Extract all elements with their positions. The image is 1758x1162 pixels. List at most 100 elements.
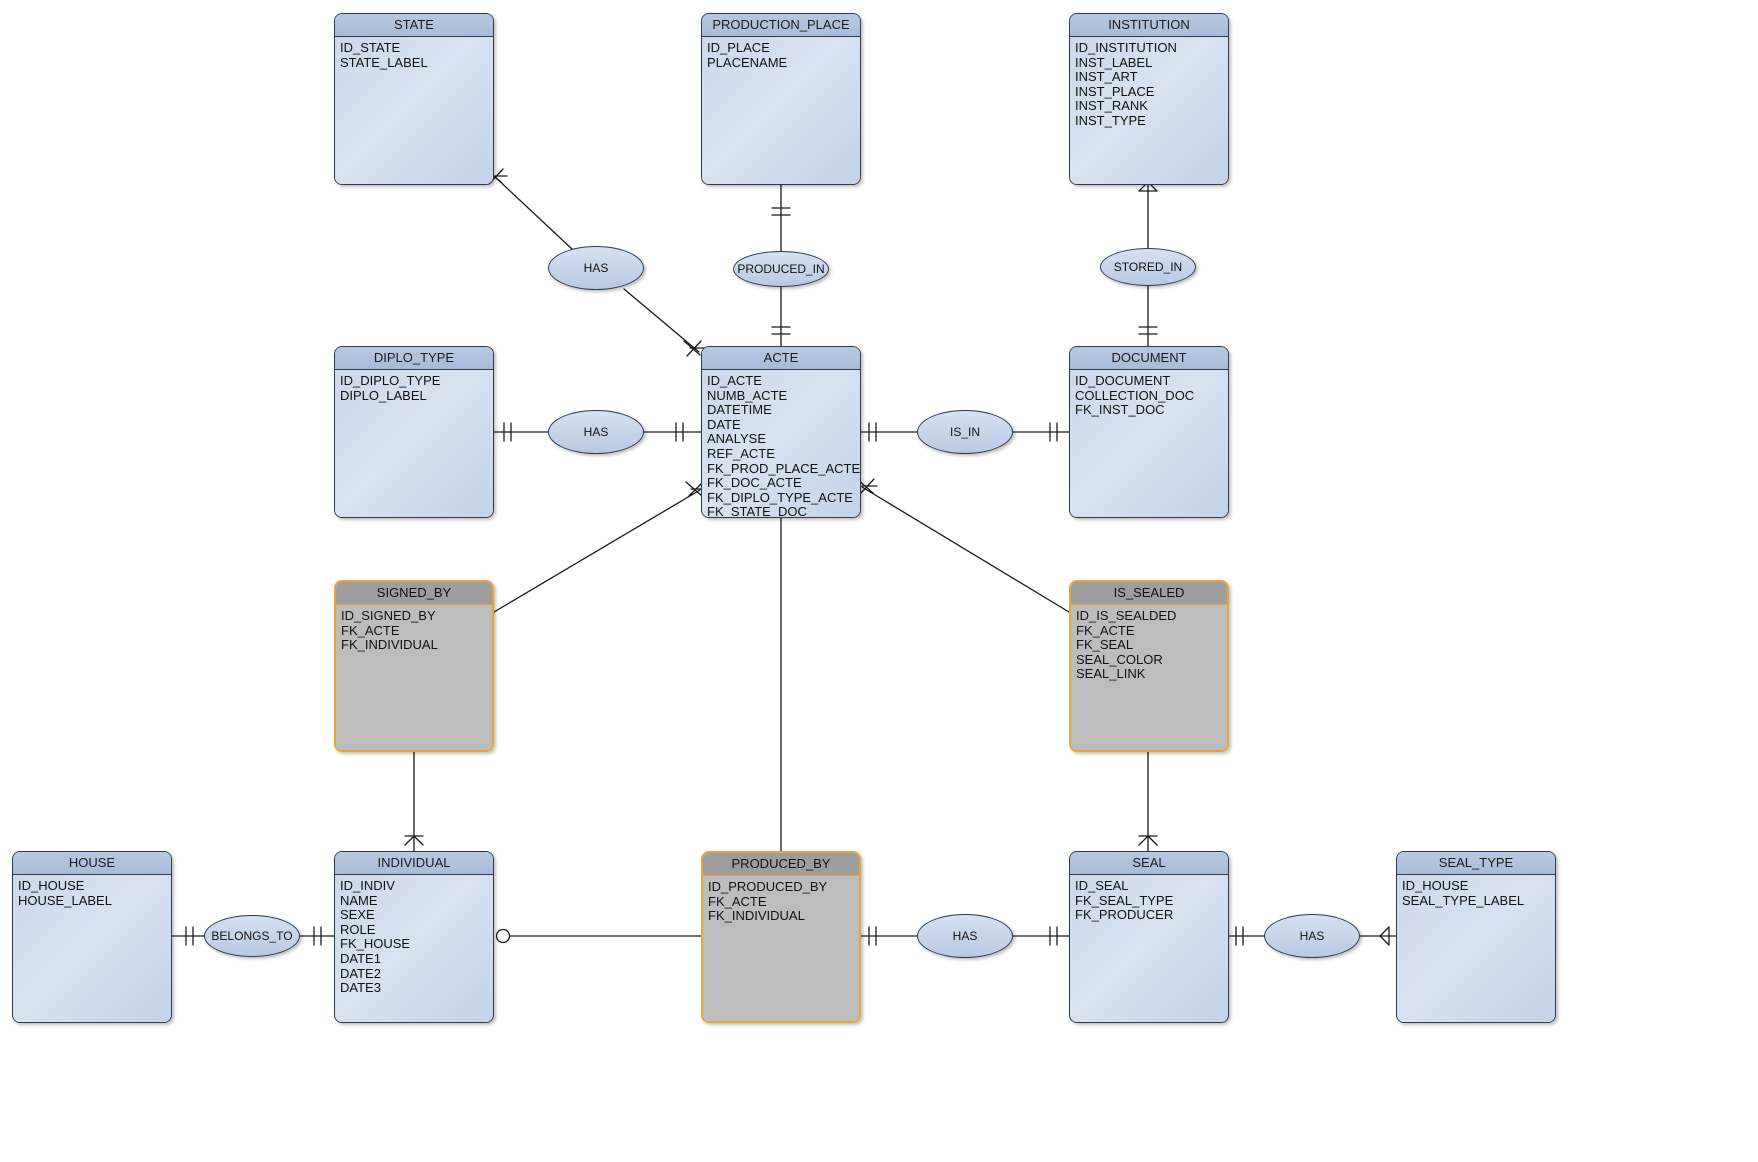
crowfoot-seal-top — [1138, 835, 1158, 846]
entity-title-production_place: PRODUCTION_PLACE — [702, 14, 860, 37]
attribute: FK_SEAL_TYPE — [1075, 892, 1174, 908]
relationship-stored_in[interactable]: STORED_IN — [1100, 248, 1196, 286]
attribute: SEAL_LINK — [1076, 666, 1146, 682]
relationship-label: HAS — [583, 261, 609, 275]
relationship-belongs_to[interactable]: BELONGS_TO — [204, 915, 300, 957]
attribute: FK_HOUSE — [340, 936, 411, 952]
tick-document-top — [1138, 326, 1158, 335]
attribute: COLLECTION_DOC — [1075, 387, 1195, 403]
attribute: ID_DIPLO_TYPE — [340, 373, 441, 388]
entity-title-seal_type: SEAL_TYPE — [1397, 852, 1555, 875]
attribute: FK_INDIVIDUAL — [341, 637, 438, 653]
relationship-label: STORED_IN — [1113, 260, 1183, 274]
entity-title-seal: SEAL — [1070, 852, 1228, 875]
attribute: INST_PLACE — [1075, 83, 1155, 99]
attribute: FK_INST_DOC — [1075, 402, 1165, 418]
attribute: INST_LABEL — [1075, 54, 1153, 70]
tick-seal-left — [1049, 926, 1058, 946]
attribute: FK_SEAL — [1076, 637, 1134, 653]
relationship-has_diplo[interactable]: HAS — [548, 410, 644, 454]
entity-title-institution: INSTITUTION — [1070, 14, 1228, 37]
attribute: DATE — [707, 416, 741, 432]
tick-prodplace — [771, 207, 791, 216]
attribute: ANALYSE — [707, 431, 767, 447]
relationship-has_state[interactable]: HAS — [548, 246, 644, 290]
attribute: ID_STATE — [340, 40, 401, 55]
entity-title-is_sealed: IS_SEALED — [1071, 582, 1227, 605]
relationship-label: HAS — [583, 425, 609, 439]
entity-title-individual: INDIVIDUAL — [335, 852, 493, 875]
relationship-produced_in[interactable]: PRODUCED_IN — [733, 251, 829, 287]
attribute: ID_DOCUMENT — [1075, 373, 1171, 388]
entity-title-house: HOUSE — [13, 852, 171, 875]
crowfoot-sealtype-left — [1379, 926, 1390, 946]
entity-title-produced_by: PRODUCED_BY — [703, 853, 859, 876]
attribute: ID_INDIV — [340, 878, 395, 893]
attribute: DATE3 — [340, 980, 381, 996]
tick-house-right — [185, 926, 194, 946]
attribute: INST_RANK — [1075, 98, 1148, 114]
attribute: REF_ACTE — [707, 445, 775, 461]
attribute: SEAL_TYPE_LABEL — [1402, 892, 1525, 908]
attribute: FK_ACTE — [708, 893, 767, 909]
attribute: ID_IS_SEALDED — [1076, 608, 1177, 623]
tick-document-left — [1049, 422, 1058, 442]
relationship-label: BELONGS_TO — [211, 929, 293, 943]
attribute: ID_HOUSE — [18, 878, 85, 893]
attribute: ID_SEAL — [1075, 878, 1129, 893]
attribute: STATE_LABEL — [340, 54, 428, 70]
relationship-is_in[interactable]: IS_IN — [917, 410, 1013, 454]
attribute: SEAL_COLOR — [1076, 651, 1163, 667]
attribute: ID_PRODUCED_BY — [708, 879, 828, 894]
attribute: HOUSE_LABEL — [18, 892, 112, 908]
attribute: ID_INSTITUTION — [1075, 40, 1177, 55]
attribute: PLACENAME — [707, 54, 788, 70]
connector-has-acte — [623, 288, 700, 353]
attribute: FK_STATE_DOC — [707, 504, 807, 518]
tick-acte-top — [771, 326, 791, 335]
tick-diplo-right — [503, 422, 512, 442]
attribute: FK_PRODUCER — [1075, 907, 1174, 923]
attribute: DATETIME — [707, 402, 772, 418]
tick-acte-right — [868, 422, 877, 442]
attribute: ID_PLACE — [707, 40, 770, 55]
attribute: FK_INDIVIDUAL — [708, 908, 805, 924]
attribute: NUMB_ACTE — [707, 387, 788, 403]
attribute: FK_ACTE — [1076, 622, 1135, 638]
connector-signedby-acte — [493, 489, 701, 613]
attribute: FK_PROD_PLACE_ACTE — [707, 460, 861, 476]
relationship-label: HAS — [952, 929, 978, 943]
crowfoot-individual-top — [404, 835, 424, 846]
relationship-has_produced[interactable]: HAS — [917, 914, 1013, 958]
relationship-label: HAS — [1299, 929, 1325, 943]
connector-issealed-acte — [861, 486, 1070, 613]
relationship-has_seal_type[interactable]: HAS — [1264, 914, 1360, 958]
attribute: DIPLO_LABEL — [340, 387, 427, 403]
entity-title-state: STATE — [335, 14, 493, 37]
attribute: ID_ACTE — [707, 373, 762, 388]
relationship-label: IS_IN — [949, 425, 980, 439]
relationship-label: PRODUCED_IN — [737, 262, 825, 276]
